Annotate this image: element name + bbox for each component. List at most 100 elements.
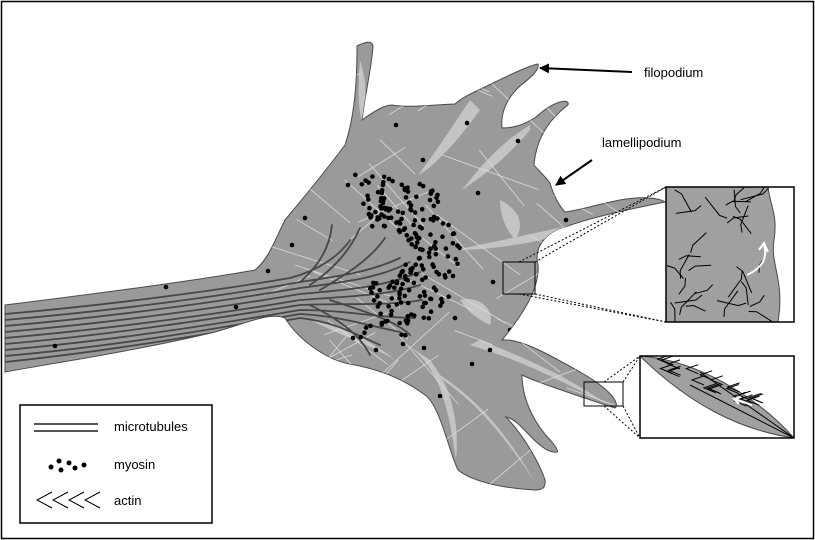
myosin-dot: [382, 214, 387, 219]
myosin-dot: [436, 200, 441, 205]
myosin-dot: [430, 188, 435, 193]
myosin-dot: [422, 316, 427, 321]
myosin-dot: [447, 269, 452, 274]
myosin-dot: [351, 336, 356, 341]
myosin-dot: [409, 269, 414, 274]
myosin-dot: [421, 267, 426, 272]
actin-mesh-line: [312, 35, 357, 86]
myosin-dot: [394, 220, 399, 225]
myosin-dot: [359, 335, 364, 340]
myosin-dot: [400, 282, 405, 287]
myosin-dot: [397, 321, 402, 326]
myosin-dot: [371, 281, 376, 286]
actin-mesh-line: [576, 233, 638, 271]
myosin-dot: [440, 234, 445, 239]
myosin-dot: [413, 210, 418, 215]
myosin-dot: [427, 251, 432, 256]
myosin-dot: [411, 223, 416, 228]
myosin-dot: [403, 226, 408, 231]
myosin-dot: [446, 223, 451, 228]
myosin-dot: [390, 296, 395, 301]
actin-mesh-line: [424, 68, 492, 96]
myosin-dot: [413, 262, 418, 267]
myosin-dot: [369, 213, 374, 218]
myosin-dot: [406, 314, 411, 319]
myosin-dot: [403, 188, 408, 193]
myosin-dot: [413, 218, 418, 223]
myosin-dot: [303, 216, 308, 221]
myosin-dot: [455, 262, 460, 267]
myosin-dot: [364, 325, 369, 330]
myosin-dot: [428, 198, 433, 203]
myosin-dot: [53, 344, 58, 349]
myosin-dot: [516, 139, 521, 144]
myosin-dot: [433, 240, 438, 245]
myosin-dot: [491, 280, 496, 285]
myosin-dot: [368, 324, 373, 329]
actin-mesh-line: [567, 235, 604, 262]
myosin-dot: [438, 303, 443, 308]
myosin-dot: [394, 123, 399, 128]
myosin-dot: [453, 316, 458, 321]
filopodium-arrow: [540, 68, 632, 72]
myosin-dot: [363, 178, 368, 183]
myosin-dot: [374, 348, 379, 353]
myosin-dot: [457, 246, 462, 251]
myosin-dot: [415, 240, 420, 245]
actin-mesh-line: [296, 355, 352, 374]
myosin-dot: [407, 288, 412, 293]
myosin-dot: [439, 297, 444, 302]
myosin-dot: [394, 302, 399, 307]
myosin-dot: [452, 231, 457, 236]
myosin-dot: [395, 281, 400, 286]
myosin-dot: [432, 204, 437, 209]
myosin-dot: [371, 285, 376, 290]
myosin-dot: [441, 221, 446, 226]
myosin-dot: [414, 233, 419, 238]
myosin-dot: [381, 180, 386, 185]
lamellipodium-label: lamellipodium: [602, 135, 681, 150]
myosin-dot: [405, 233, 410, 238]
myosin-dot: [422, 301, 427, 306]
actin-mesh-line: [561, 431, 637, 468]
actin-mesh-line: [289, 79, 326, 99]
myosin-dot: [360, 182, 365, 187]
myosin-dot: [470, 362, 475, 367]
filopodium-inset: [640, 355, 794, 438]
myosin-dot: [234, 305, 239, 310]
myosin-dot: [434, 288, 439, 293]
myosin-dot: [346, 183, 351, 188]
myosin-dot: [438, 394, 443, 399]
lamellipodium-arrow: [556, 160, 592, 185]
myosin-dot: [390, 179, 395, 184]
myosin-dot: [389, 309, 394, 314]
myosin-dot: [420, 278, 425, 283]
myosin-dot: [403, 262, 408, 267]
myosin-dot: [399, 287, 404, 292]
actin-mesh-line: [334, 402, 377, 417]
myosin-dot: [431, 218, 436, 223]
myosin-dot: [290, 243, 295, 248]
myosin-dot: [409, 242, 414, 247]
myosin-dot: [377, 301, 382, 306]
myosin-dot: [428, 246, 433, 251]
myosin-dot: [365, 194, 370, 199]
myosin-dot: [377, 288, 382, 293]
myosin-dot: [375, 217, 380, 222]
myosin-dot: [428, 232, 433, 237]
actin-mesh-line: [410, 58, 489, 92]
myosin-dot: [164, 285, 169, 290]
myosin-dot: [409, 236, 414, 241]
myosin-dot: [430, 262, 435, 267]
legend-microtubules-label: microtubules: [114, 419, 188, 434]
myosin-dot: [465, 121, 470, 126]
myosin-dot: [396, 209, 401, 214]
myosin-dot: [476, 191, 481, 196]
myosin-dot: [422, 290, 427, 295]
myosin-dot: [451, 241, 456, 246]
myosin-dot: [437, 272, 442, 277]
actin-mesh-line: [425, 69, 462, 94]
myosin-dot: [421, 158, 426, 163]
actin-mesh-line: [278, 85, 339, 155]
